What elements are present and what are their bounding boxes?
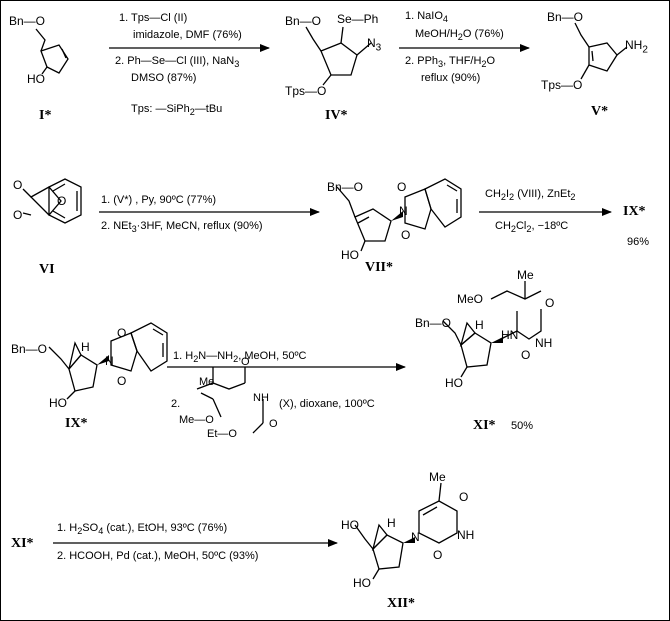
r3-step2: 2. NEt3·3HF, MeCN, reflux (90%): [101, 220, 263, 235]
xi-urea-o: O: [521, 348, 531, 362]
label-i: I*: [39, 108, 52, 123]
compound-ix-structure: [48, 322, 168, 400]
vi-carbonyl-o-bottom: O: [13, 208, 23, 222]
r6-step2: 2. HCOOH, Pd (cat.), MeOH, 50ºC (93%): [57, 550, 259, 562]
r4-reagents: CH2I2 (VIII), ZnEt2: [485, 188, 576, 203]
label-xi-start: XI*: [11, 536, 34, 551]
xi-me-group: Me: [517, 268, 534, 282]
vii-bn-o-group: Bn—O: [327, 180, 364, 194]
r6-step1: 1. H2SO4 (cat.), EtOH, 93ºC (76%): [57, 522, 228, 537]
r2-step2-b: reflux (90%): [421, 72, 481, 84]
xi-meo-group: MeO: [457, 292, 484, 306]
ix-h-atom: H: [81, 340, 90, 354]
vii-carbonyl-o-top: O: [397, 180, 407, 194]
x-nh-group: NH: [253, 392, 269, 404]
label-xii: XII*: [387, 596, 416, 611]
tps-definition: Tps: —SiPh2—tBu: [131, 103, 223, 118]
xi-nh-group: NH: [535, 336, 553, 350]
i-ho-group: HO: [27, 72, 45, 86]
compound-xii-structure: [354, 482, 458, 580]
xii-n-atom: N: [411, 530, 420, 544]
label-ix-product: IX*: [623, 204, 646, 219]
reagent-x-structure: [196, 367, 264, 434]
compound-xi-structure: [442, 281, 542, 378]
v-nh2-group: NH2: [625, 38, 648, 56]
ix-ho-group: HO: [49, 396, 67, 410]
iv-bn-o-group: Bn—O: [285, 14, 322, 28]
vii-ho-group: HO: [341, 248, 359, 262]
r1-step1: 1. Tps—Cl (II): [119, 12, 188, 24]
label-ix: IX*: [65, 416, 88, 431]
compound-iv-structure: [305, 26, 372, 86]
r1-step1-b: imidazole, DMF (76%): [133, 29, 242, 41]
iv-tps-o-group: Tps—O: [285, 84, 327, 98]
compound-i-structure: [35, 28, 69, 75]
r2-step1-b: MeOH/H2O (76%): [415, 28, 504, 43]
v-bn-o-group: Bn—O: [547, 10, 584, 24]
compound-vi-structure: [22, 178, 82, 224]
iv-azide-group: N3: [367, 36, 382, 54]
r5-step2-conditions: (X), dioxane, 100ºC: [279, 398, 375, 410]
xii-ho-group: HO: [341, 518, 359, 532]
r2-step2: 2. PPh3, THF/H2O: [405, 55, 496, 70]
xii-nh-group: NH: [457, 528, 475, 542]
r3-step1: 1. (V*) , Py, 90ºC (77%): [101, 194, 217, 206]
iv-se-ph-group: Se—Ph: [337, 12, 379, 26]
i-bn-o-group: Bn—O: [9, 14, 46, 28]
x-carbonyl-o-2: O: [269, 418, 278, 430]
yield-xi: 50%: [511, 420, 534, 432]
xi-h-atom: H: [475, 318, 484, 332]
xii-me-group: Me: [429, 470, 446, 484]
r1-step2: 2. Ph—Se—Cl (III), NaN3: [115, 55, 240, 70]
xii-h-atom: H: [387, 516, 396, 530]
compound-v-structure: [574, 22, 628, 80]
vi-carbonyl-o-top: O: [13, 178, 23, 192]
r5-step2: 2.: [171, 398, 181, 410]
v-tps-o-group: Tps—O: [541, 78, 583, 92]
r5-step1: 1. H2N—NH2, MeOH, 50ºC: [173, 350, 307, 365]
x-me-o-group: Me—O: [179, 414, 214, 426]
xi-hn-group: HN: [501, 328, 519, 342]
x-et-o-group: Et—O: [207, 428, 237, 440]
xii-carbonyl-o-bottom: O: [433, 548, 443, 562]
label-vi: VI: [39, 262, 55, 277]
x-carbonyl-o: O: [241, 356, 250, 368]
r4-solvent: CH2Cl2, −18ºC: [495, 220, 569, 235]
r1-step2-b: DMSO (87%): [131, 72, 197, 84]
xi-carbonyl-o: O: [545, 296, 555, 310]
compound-vii-structure: [336, 178, 462, 252]
vii-n-atom: N: [399, 204, 408, 218]
xi-ho-group: HO: [445, 376, 463, 390]
vii-carbonyl-o-bottom: O: [401, 228, 411, 242]
ix-n-atom: N: [105, 354, 114, 368]
label-vii: VII*: [365, 260, 394, 275]
xii-ho-bottom: HO: [353, 576, 371, 590]
ix-bn-o-group: Bn—O: [11, 342, 48, 356]
r2-step1: 1. NaIO4: [405, 10, 448, 25]
label-iv: IV*: [325, 108, 348, 123]
ix-carbonyl-o-bottom: O: [117, 374, 127, 388]
label-xi: XI*: [473, 418, 496, 433]
yield-ix: 96%: [627, 236, 650, 248]
label-v: V*: [591, 104, 609, 119]
xii-carbonyl-o-top: O: [459, 490, 469, 504]
x-me-group: Me: [199, 376, 215, 388]
vi-ring-o: O: [57, 194, 67, 208]
xi-bn-o-group: Bn—O: [415, 316, 452, 330]
ix-carbonyl-o-top: O: [117, 326, 127, 340]
